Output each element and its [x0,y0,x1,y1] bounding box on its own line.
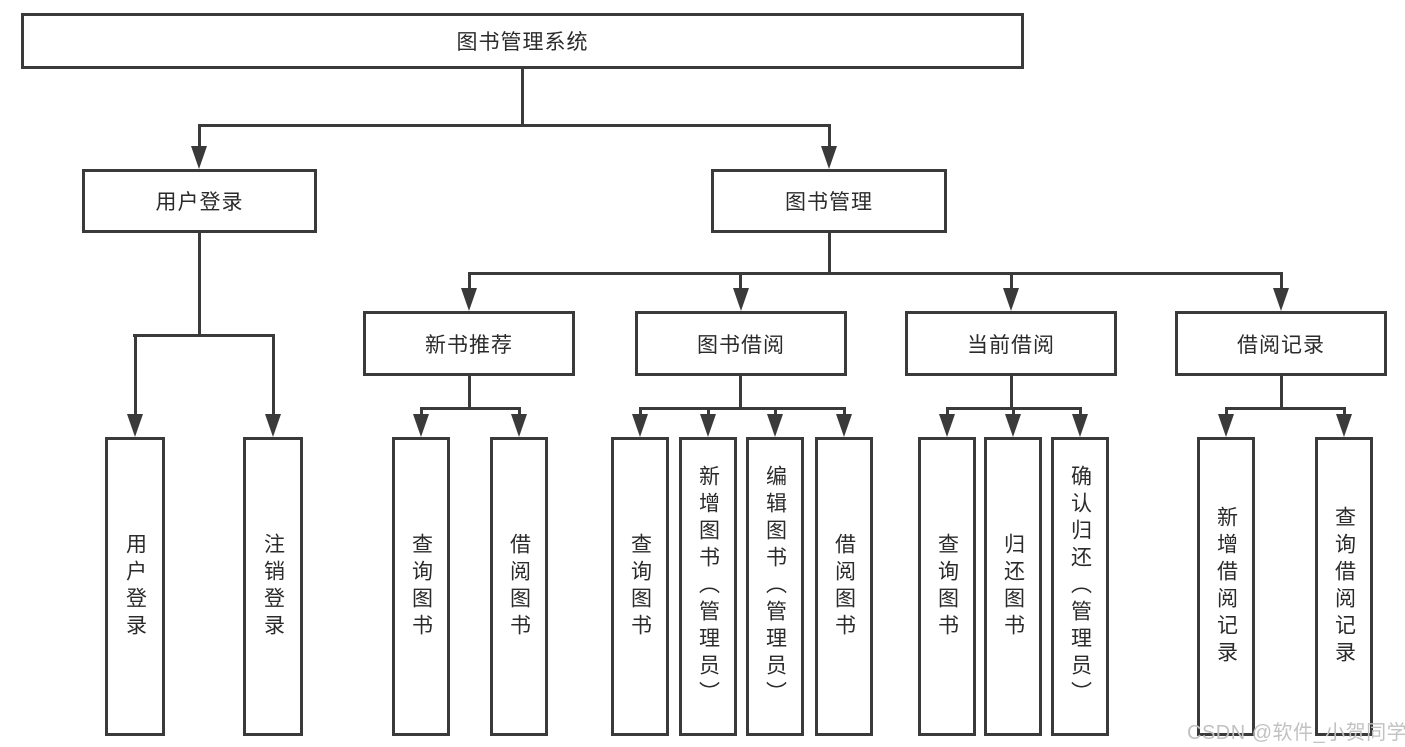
node-user-login: 用户登录 [82,169,317,233]
node-root-label: 图书管理系统 [456,31,589,54]
node-new-book-recommend-label: 新书推荐 [425,333,513,357]
connector-line [774,407,777,419]
leaf-edit-books-admin-label: 编辑图书（管理员） [763,465,787,708]
connector-line [468,376,471,410]
connector-line [828,124,831,149]
leaf-add-borrow-record-label: 新增借阅记录 [1214,505,1238,668]
leaf-recommend-borrow-books: 借阅图书 [490,437,548,736]
connector-line [198,124,201,149]
node-user-login-label: 用户登录 [155,191,244,214]
connector-line [639,407,642,419]
node-borrow-records-label: 借阅记录 [1237,333,1325,357]
arrow-down-icon [191,146,207,169]
connector-line [1010,272,1013,291]
leaf-query-borrow-record: 查询借阅记录 [1315,437,1373,736]
arrow-down-icon [1273,288,1289,311]
node-new-book-recommend: 新书推荐 [363,311,575,376]
arrow-down-icon [265,414,281,437]
connector-line [198,124,831,127]
leaf-borrow-books: 借阅图书 [815,437,873,736]
node-book-management-label: 图书管理 [785,191,873,214]
connector-line [1010,376,1013,410]
connector-line [739,272,742,291]
arrow-down-icon [413,414,429,437]
connector-line [828,233,831,275]
arrow-down-icon [767,414,783,437]
arrow-down-icon [700,414,716,437]
arrow-down-icon [1072,414,1088,437]
leaf-borrow-query-books: 查询图书 [611,437,669,736]
arrow-down-icon [632,414,648,437]
connector-line [707,407,710,419]
leaf-confirm-return-admin-label: 确认归还（管理员） [1068,465,1092,708]
leaf-user-login: 用户登录 [105,437,165,736]
connector-line [639,407,846,410]
node-current-borrow: 当前借阅 [905,311,1117,376]
leaf-recommend-query-books: 查询图书 [392,437,450,736]
leaf-user-login-label: 用户登录 [123,532,147,641]
arrow-down-icon [939,414,955,437]
connector-line [1012,407,1015,419]
connector-line [198,233,201,337]
node-borrow-records: 借阅记录 [1175,311,1387,376]
connector-line [1079,407,1082,419]
connector-line [946,407,949,419]
leaf-recommend-query-books-label: 查询图书 [409,532,433,641]
connector-line [843,407,846,419]
leaf-borrow-query-books-label: 查询图书 [628,532,652,641]
leaf-logout: 注销登录 [243,437,303,736]
connector-line [521,69,524,127]
connector-line [739,376,742,410]
connector-line [1225,407,1228,419]
node-book-management: 图书管理 [711,169,947,233]
csdn-watermark: CSDN @软件_小贺同学 [1187,722,1405,744]
connector-line [133,334,274,337]
arrow-down-icon [511,414,527,437]
leaf-return-books-label: 归还图书 [1001,532,1025,641]
connector-line [272,334,275,417]
arrow-down-icon [1336,414,1352,437]
leaf-current-query-books-label: 查询图书 [935,532,959,641]
leaf-logout-label: 注销登录 [261,532,285,641]
connector-line [1343,407,1346,419]
node-book-borrow-label: 图书借阅 [697,333,785,357]
arrow-down-icon [733,288,749,311]
arrow-down-icon [1005,414,1021,437]
node-book-borrow: 图书借阅 [635,311,847,376]
connector-line [468,272,471,291]
arrow-down-icon [461,288,477,311]
leaf-add-books-admin: 新增图书（管理员） [679,437,737,736]
leaf-add-books-admin-label: 新增图书（管理员） [696,465,720,708]
arrow-down-icon [821,146,837,169]
connector-line [134,334,137,417]
leaf-query-borrow-record-label: 查询借阅记录 [1332,505,1356,668]
connector-line [518,407,521,419]
connector-line [1280,272,1283,291]
leaf-current-query-books: 查询图书 [918,437,976,736]
leaf-borrow-books-label: 借阅图书 [832,532,856,641]
connector-line [1225,407,1346,410]
connector-line [1280,376,1283,410]
leaf-add-borrow-record: 新增借阅记录 [1197,437,1255,736]
leaf-edit-books-admin: 编辑图书（管理员） [746,437,804,736]
connector-line [468,272,1282,275]
node-current-borrow-label: 当前借阅 [967,333,1055,357]
arrow-down-icon [1218,414,1234,437]
leaf-confirm-return-admin: 确认归还（管理员） [1051,437,1109,736]
connector-line [420,407,521,410]
leaf-return-books: 归还图书 [984,437,1042,736]
leaf-recommend-borrow-books-label: 借阅图书 [507,532,531,641]
arrow-down-icon [127,414,143,437]
arrow-down-icon [1003,288,1019,311]
connector-line [420,407,423,419]
node-root-library-system: 图书管理系统 [21,13,1024,69]
arrow-down-icon [836,414,852,437]
